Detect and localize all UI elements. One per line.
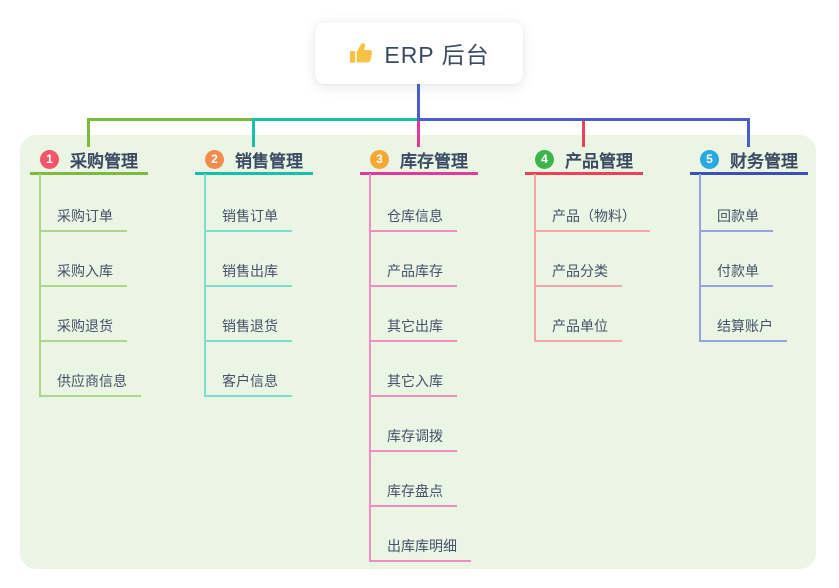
branch-underline <box>30 172 148 175</box>
child-node[interactable]: 出库库明细 <box>369 527 471 562</box>
child-label: 出库库明细 <box>387 538 457 554</box>
child-node[interactable]: 产品分类 <box>534 252 622 287</box>
child-node[interactable]: 结算账户 <box>699 307 787 342</box>
branch-underline <box>690 172 808 175</box>
child-label: 库存调拨 <box>387 428 443 444</box>
branch4-connector-drop <box>582 121 585 147</box>
child-node[interactable]: 其它出库 <box>369 307 457 342</box>
child-node[interactable]: 其它入库 <box>369 362 457 397</box>
branch1-connector-h <box>87 118 252 121</box>
board-background <box>20 135 816 569</box>
child-label: 产品单位 <box>552 318 608 334</box>
branch-children-line <box>534 174 536 342</box>
branch5-connector-h <box>417 118 750 121</box>
child-node[interactable]: 库存调拨 <box>369 417 457 452</box>
child-node[interactable]: 采购退货 <box>39 307 127 342</box>
child-label: 回款单 <box>717 208 759 224</box>
branch-underline <box>360 172 478 175</box>
child-label: 销售出库 <box>222 263 278 279</box>
child-label: 库存盘点 <box>387 483 443 499</box>
child-label: 结算账户 <box>717 318 773 334</box>
branch1-connector-drop <box>87 118 90 147</box>
child-node[interactable]: 产品单位 <box>534 307 622 342</box>
root-connector <box>417 84 420 118</box>
branch-label: 采购管理 <box>70 151 138 171</box>
branch-underline <box>525 172 643 175</box>
branch-children-line <box>699 174 701 342</box>
branch2-connector-h <box>252 118 417 121</box>
child-label: 销售退货 <box>222 318 278 334</box>
child-label: 其它入库 <box>387 373 443 389</box>
branch-label: 销售管理 <box>235 151 303 171</box>
branch3-connector-drop <box>417 121 420 147</box>
branch-children-line <box>369 174 371 562</box>
child-node[interactable]: 库存盘点 <box>369 472 457 507</box>
branch-label: 财务管理 <box>730 151 798 171</box>
child-node[interactable]: 销售订单 <box>204 197 292 232</box>
child-label: 采购入库 <box>57 263 113 279</box>
branch-label: 库存管理 <box>400 151 468 171</box>
child-label: 采购退货 <box>57 318 113 334</box>
child-node[interactable]: 供应商信息 <box>39 362 141 397</box>
child-node[interactable]: 采购订单 <box>39 197 127 232</box>
child-node[interactable]: 采购入库 <box>39 252 127 287</box>
child-node[interactable]: 产品库存 <box>369 252 457 287</box>
root-node[interactable]: ERP 后台 <box>315 22 523 84</box>
child-label: 产品库存 <box>387 263 443 279</box>
child-label: 其它出库 <box>387 318 443 334</box>
root-title: ERP 后台 <box>384 42 490 68</box>
branch5-connector-drop <box>747 118 750 147</box>
branch-badge: 3 <box>370 149 389 169</box>
branch-badge: 1 <box>40 149 59 169</box>
child-label: 产品分类 <box>552 263 608 279</box>
child-node[interactable]: 回款单 <box>699 197 773 232</box>
branch-node-1[interactable]: 1 采购管理 <box>40 148 138 171</box>
branch-node-2[interactable]: 2 销售管理 <box>205 148 303 171</box>
child-label: 客户信息 <box>222 373 278 389</box>
branch-node-4[interactable]: 4 产品管理 <box>535 148 633 171</box>
child-node[interactable]: 付款单 <box>699 252 773 287</box>
child-label: 采购订单 <box>57 208 113 224</box>
child-node[interactable]: 客户信息 <box>204 362 292 397</box>
child-label: 付款单 <box>717 263 759 279</box>
branch-badge: 2 <box>205 149 224 169</box>
branch-underline <box>195 172 313 175</box>
child-node[interactable]: 销售出库 <box>204 252 292 287</box>
child-node[interactable]: 产品（物料） <box>534 197 650 232</box>
branch-label: 产品管理 <box>565 151 633 171</box>
branch-node-5[interactable]: 5 财务管理 <box>700 148 798 171</box>
child-node[interactable]: 销售退货 <box>204 307 292 342</box>
branch-badge: 5 <box>700 149 719 169</box>
branch-node-3[interactable]: 3 库存管理 <box>370 148 468 171</box>
child-label: 供应商信息 <box>57 373 127 389</box>
branch-badge: 4 <box>535 149 554 169</box>
child-node[interactable]: 仓库信息 <box>369 197 457 232</box>
branch2-connector-drop <box>252 118 255 147</box>
child-label: 仓库信息 <box>387 208 443 224</box>
thumbs-up-icon <box>348 40 374 66</box>
child-label: 销售订单 <box>222 208 278 224</box>
child-label: 产品（物料） <box>552 208 636 224</box>
